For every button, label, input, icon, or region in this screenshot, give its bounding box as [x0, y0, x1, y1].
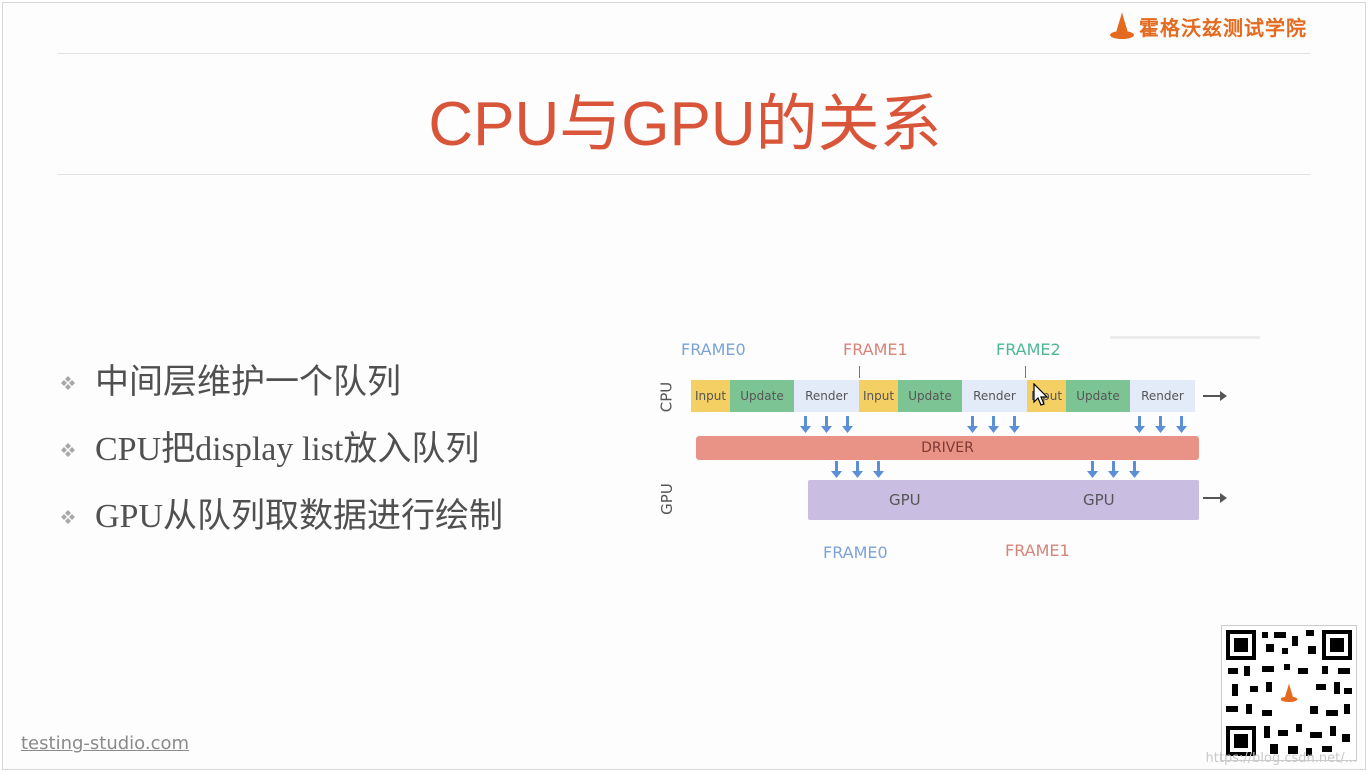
title-divider [58, 174, 1310, 175]
down-arrow-icon [1108, 461, 1119, 478]
down-arrow-icon [1155, 416, 1166, 433]
qr-center-logo [1274, 678, 1304, 708]
gpu-axis-label: GPU [657, 483, 676, 515]
watermark-text: https://blog.csdn.net/... [1205, 751, 1357, 766]
frame2-top-label: FRAME2 [996, 340, 1061, 359]
bullet-text: GPU从队列取数据进行绘制 [95, 498, 504, 535]
decorative-line [1110, 336, 1260, 339]
down-arrow-icon [842, 416, 853, 433]
down-arrow-icon [1129, 461, 1140, 478]
diamond-bullet-icon [61, 443, 75, 457]
cpu-segment-input: Input [859, 380, 898, 412]
down-arrow-icon [873, 461, 884, 478]
cpu-right-arrow-icon [1203, 391, 1227, 401]
bullet-item: 中间层维护一个队列 [61, 359, 503, 426]
driver-to-gpu-arrows [831, 461, 884, 478]
down-arrow-icon [967, 416, 978, 433]
down-arrow-icon [1176, 416, 1187, 433]
cpu-segment-update: Update [730, 380, 794, 412]
bullet-text: 中间层维护一个队列 [95, 364, 401, 401]
down-arrow-icon [821, 416, 832, 433]
qr-code [1221, 625, 1357, 761]
diamond-bullet-icon [61, 376, 75, 390]
cpu-segment-render: Render [962, 380, 1027, 412]
down-arrow-icon [831, 461, 842, 478]
cpu-axis-label: CPU [657, 381, 676, 413]
frame1-tick [859, 366, 860, 378]
bullet-item: CPU把display list放入队列 [61, 426, 503, 493]
cpu-segment-render: Render [794, 380, 859, 412]
down-arrow-icon [852, 461, 863, 478]
down-arrow-icon [1087, 461, 1098, 478]
mouse-cursor-icon [1033, 383, 1049, 406]
driver-label: DRIVER [921, 440, 974, 456]
bullet-item: GPU从队列取数据进行绘制 [61, 493, 503, 560]
cpu-segment-input: Input [691, 380, 730, 412]
qr-pattern-icon [1226, 630, 1352, 756]
gpu-block-label: GPU [1083, 491, 1115, 509]
cpu-segment-render: Render [1130, 380, 1195, 412]
down-arrow-icon [988, 416, 999, 433]
wizard-hat-icon [1110, 12, 1134, 39]
frame2-tick [1025, 366, 1026, 378]
cpu-to-driver-arrows [1134, 416, 1187, 433]
slide-title: CPU与GPU的关系 [428, 90, 942, 159]
gpu-right-arrow-icon [1203, 493, 1227, 503]
logo: 霍格沃兹测试学院 [1109, 11, 1307, 41]
cpu-to-driver-arrows [800, 416, 853, 433]
down-arrow-icon [1009, 416, 1020, 433]
bullet-text: CPU把display list放入队列 [95, 431, 480, 468]
logo-text: 霍格沃兹测试学院 [1139, 15, 1307, 40]
down-arrow-icon [800, 416, 811, 433]
gpu-timeline: GPU GPU [808, 480, 1199, 520]
wizard-hat-icon [1280, 683, 1298, 702]
bullet-list: 中间层维护一个队列 CPU把display list放入队列 GPU从队列取数据… [61, 359, 503, 560]
top-divider [58, 53, 1310, 54]
driver-to-gpu-arrows [1087, 461, 1140, 478]
cpu-timeline: Input Update Render Input Update Render … [691, 380, 1195, 412]
gpu-block-label: GPU [889, 491, 921, 509]
frame1-top-label: FRAME1 [843, 340, 908, 359]
frame0-bottom-label: FRAME0 [823, 543, 888, 562]
cpu-segment-update: Update [1066, 380, 1130, 412]
diamond-bullet-icon [61, 510, 75, 524]
footer-link[interactable]: testing-studio.com [21, 733, 190, 754]
driver-bar: DRIVER [696, 436, 1199, 460]
cpu-to-driver-arrows [967, 416, 1020, 433]
cpu-gpu-diagram: FRAME0 FRAME1 FRAME2 CPU GPU Input Updat… [643, 328, 1263, 578]
frame1-bottom-label: FRAME1 [1005, 541, 1070, 560]
down-arrow-icon [1134, 416, 1145, 433]
frame0-top-label: FRAME0 [681, 340, 746, 359]
cpu-segment-update: Update [898, 380, 962, 412]
